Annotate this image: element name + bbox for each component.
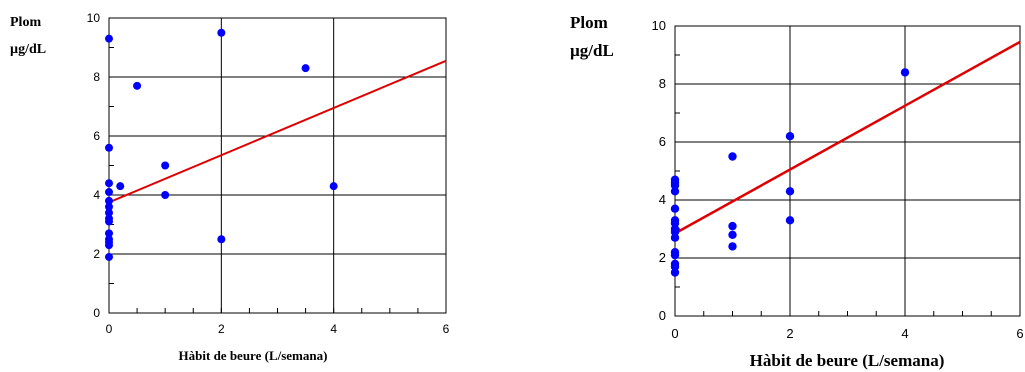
- data-point: [728, 152, 737, 161]
- data-point: [728, 221, 737, 231]
- y-tick-label: 4: [659, 192, 666, 207]
- data-point: [670, 262, 680, 271]
- data-point: [670, 181, 680, 190]
- data-point: [670, 219, 680, 228]
- y-tick-label: 6: [659, 134, 666, 149]
- y-tick-label: 10: [87, 11, 101, 25]
- data-point: [105, 188, 113, 197]
- data-point: [301, 64, 310, 73]
- y-axis-label-line1-2: Plom: [570, 13, 608, 32]
- trend-line-2: [674, 40, 1021, 235]
- y-tick-label: 0: [659, 308, 666, 323]
- chart-1: 0 2 4 6 0 2 4 6 8 10 Plom µg/dL Hàbit de beure (…: [10, 11, 450, 363]
- data-point: [105, 143, 113, 152]
- x-tick-label: 0: [671, 326, 678, 341]
- points-2: [670, 68, 910, 277]
- data-point: [105, 202, 113, 211]
- y-axis-label-line2-2: µg/dL: [570, 41, 614, 60]
- x-tick-labels-2: 0 2 4 6: [671, 326, 1023, 341]
- x-axis-label-1: Hàbit de beure (L/semana): [179, 348, 328, 363]
- y-tick-label: 2: [659, 250, 666, 265]
- data-point: [105, 34, 113, 43]
- data-point: [900, 68, 910, 77]
- data-point: [133, 81, 142, 90]
- data-point: [116, 182, 125, 191]
- data-point: [105, 229, 113, 238]
- data-point: [728, 242, 737, 251]
- data-point: [670, 204, 680, 213]
- data-point: [785, 216, 795, 225]
- chart-2: 0 2 4 6 0 2 4 6 8 10 Plom µg/dL Hàbit de beure (…: [570, 13, 1024, 370]
- y-tick-label: 10: [652, 18, 666, 33]
- data-point: [670, 250, 680, 260]
- y-tick-label: 4: [93, 188, 100, 202]
- minor-ticks-1: [108, 17, 447, 314]
- data-point: [105, 196, 113, 205]
- data-point: [105, 217, 113, 226]
- data-point: [785, 187, 795, 196]
- x-tick-label: 4: [330, 322, 337, 336]
- x-axis-label-2: Hàbit de beure (L/semana): [750, 351, 945, 370]
- plot-area-1: [108, 17, 447, 314]
- y-tick-labels-2: 0 2 4 6 8 10: [652, 18, 666, 323]
- data-point: [105, 208, 113, 217]
- y-axis-label-line1-1: Plom: [10, 15, 41, 30]
- data-point: [105, 252, 113, 261]
- x-tick-label: 2: [786, 326, 793, 341]
- data-point: [670, 268, 680, 277]
- y-tick-label: 8: [93, 70, 100, 84]
- x-tick-label: 2: [218, 322, 225, 336]
- y-tick-label: 0: [93, 306, 100, 320]
- data-point: [670, 187, 680, 196]
- points-1: [105, 28, 338, 261]
- y-tick-label: 2: [93, 247, 100, 261]
- data-point: [670, 227, 680, 237]
- data-point: [217, 235, 226, 244]
- data-point: [105, 241, 113, 250]
- x-tick-label: 0: [106, 322, 113, 336]
- data-point: [161, 161, 170, 170]
- y-tick-labels-1: 0 2 4 6 8 10: [87, 11, 101, 320]
- data-point: [785, 132, 795, 141]
- data-point: [105, 179, 113, 188]
- x-tick-label: 6: [443, 322, 450, 336]
- y-tick-label: 8: [659, 76, 666, 91]
- data-point: [217, 28, 226, 37]
- data-point: [329, 182, 338, 191]
- data-point: [670, 233, 680, 242]
- data-point: [161, 191, 170, 199]
- x-tick-label: 6: [1016, 326, 1023, 341]
- x-tick-label: 4: [901, 326, 908, 341]
- y-axis-label-line2-1: µg/dL: [10, 42, 46, 57]
- trend-line-1: [108, 59, 447, 204]
- data-point: [728, 230, 737, 239]
- x-tick-labels-1: 0 2 4 6: [106, 322, 450, 336]
- y-tick-label: 6: [93, 129, 100, 143]
